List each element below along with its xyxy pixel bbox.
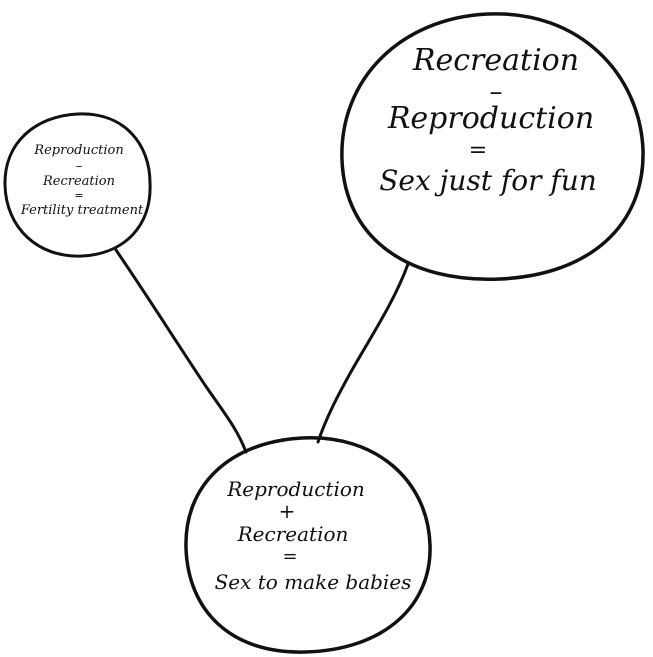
- connector-line-left: [114, 248, 248, 454]
- text-line: =: [74, 189, 83, 202]
- text-line: Recreation: [42, 174, 115, 189]
- text-line: Sex just for fun: [379, 164, 597, 197]
- circle-fun: [340, 12, 645, 281]
- text-line: –: [76, 159, 83, 174]
- circle-babies: [184, 436, 432, 654]
- text-line: Fertility treatment: [20, 203, 144, 218]
- text-line: =: [282, 546, 297, 567]
- connector-line-right: [316, 262, 410, 444]
- text-line: =: [469, 138, 487, 163]
- text-line: –: [490, 77, 503, 107]
- text-line: Reproduction: [387, 101, 594, 136]
- node-sex-just-for-fun: Recreation – Reproduction = Sex just for…: [340, 12, 645, 281]
- text-line: Recreation: [237, 522, 349, 546]
- circle-fertility: [3, 112, 152, 258]
- text-line: Reproduction: [226, 477, 365, 501]
- text-line: Recreation: [412, 43, 579, 78]
- text-line: Sex to make babies: [215, 570, 412, 594]
- text-line: +: [279, 499, 296, 523]
- node-sex-to-make-babies: Reproduction + Recreation = Sex to make …: [184, 436, 432, 654]
- text-line: Reproduction: [33, 143, 123, 158]
- node-fertility-treatment: Reproduction – Recreation = Fertility tr…: [3, 112, 152, 258]
